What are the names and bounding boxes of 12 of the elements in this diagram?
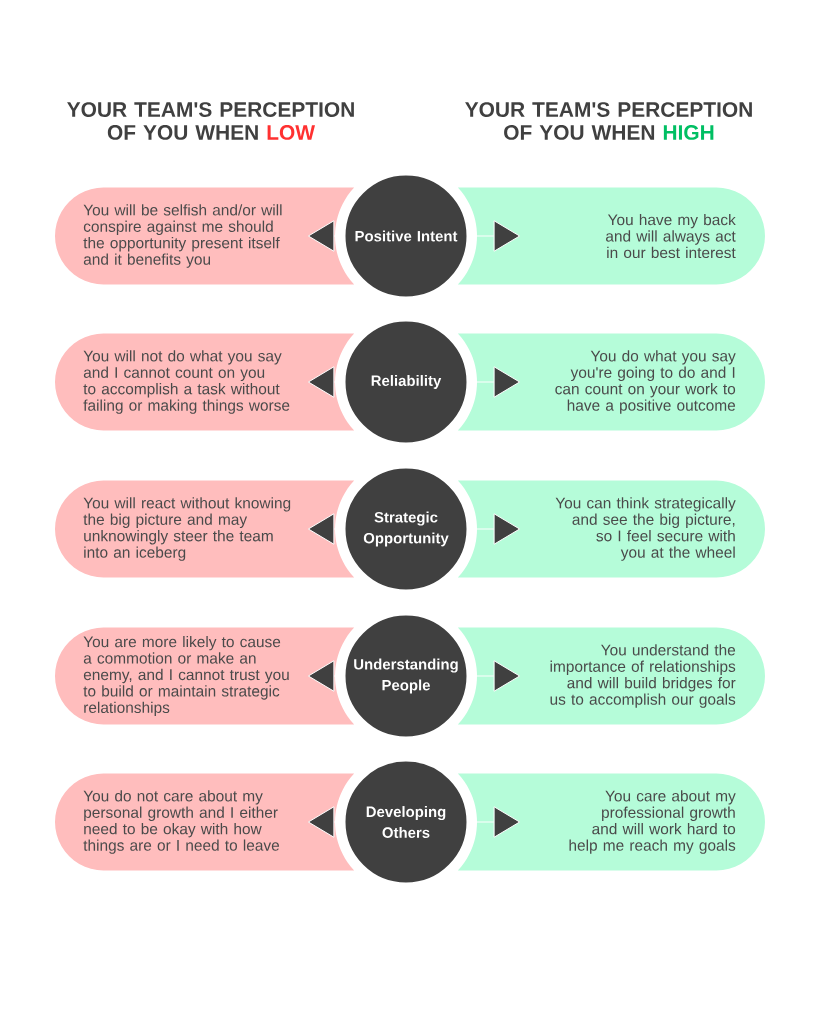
text-band: You do what you say you're going to do and I can count on your work to have a positive outcome bbox=[457, 333, 765, 431]
text-band: You will react without knowing the big picture and may unknowingly steer the team into an iceberg bbox=[55, 480, 355, 578]
text-band: You do not care about my personal growth and I either need to be okay with how things are or I need to leave bbox=[55, 773, 355, 871]
text-band: You understand the importance of relationships and will build bridges for us to accomplish our goals bbox=[457, 627, 765, 725]
text-band: You care about my professional growth and will work hard to help me reach my goals bbox=[457, 773, 765, 871]
heading: YOUR TEAM'S PERCEPTION OF YOU WHEN LOW bbox=[67, 102, 354, 140]
text-band: You have my back and will always act in our best interest bbox=[457, 187, 765, 285]
heading: YOUR TEAM'S PERCEPTION OF YOU WHEN HIGH bbox=[465, 102, 752, 140]
text-band: You are more likely to cause a commotion or make an enemy, and I cannot trust you to build or maintain strategic relationships bbox=[55, 627, 355, 725]
text-band: You will be selfish and/or will conspire against me should the opportunity present itself and it benefits you bbox=[55, 187, 355, 285]
text-band: You will not do what you say and I cannot count on you to accomplish a task without failing or making things worse bbox=[55, 333, 355, 431]
text-band: You can think strategically and see the big picture, so I feel secure with you at the wheel bbox=[457, 480, 765, 578]
